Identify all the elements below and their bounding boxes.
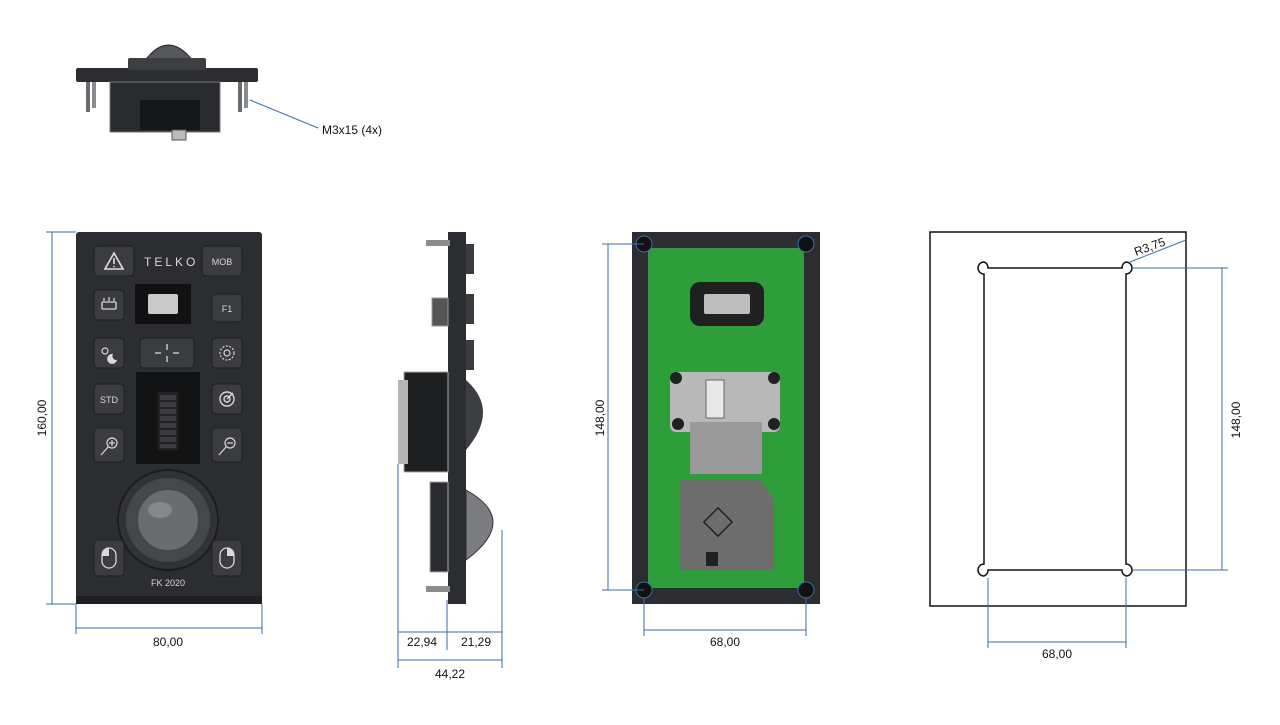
trackball-module-rear xyxy=(680,480,774,570)
connector-display xyxy=(148,294,178,314)
side-btn-2 xyxy=(466,294,474,324)
side-trackball xyxy=(465,489,494,561)
std-button xyxy=(93,383,125,415)
side-screw-top xyxy=(426,240,450,246)
trackball-highlight xyxy=(148,502,172,518)
right-click-button xyxy=(211,539,243,577)
warning-icon xyxy=(103,251,125,270)
depth-back-label: 21,29 xyxy=(461,635,491,649)
rear-connector xyxy=(704,294,750,314)
mouse-right-icon xyxy=(219,547,235,569)
range-rings-icon xyxy=(219,345,235,361)
radius-leader xyxy=(1129,239,1187,263)
screw-leader xyxy=(249,99,319,129)
hole-bottom-right xyxy=(797,581,815,599)
depth-total-label: 44,22 xyxy=(435,667,465,681)
f1-button xyxy=(211,293,243,323)
top-module xyxy=(140,100,200,130)
center-button xyxy=(139,337,195,369)
cutout-width-label: 68,00 xyxy=(1042,647,1072,661)
bracket-screw-2 xyxy=(768,372,780,384)
screw-3 xyxy=(238,82,242,112)
zoom-in-button xyxy=(93,427,125,463)
front-panel-base xyxy=(76,596,262,604)
side-btn-3 xyxy=(466,340,474,370)
front-view: TELKO MOB F1 xyxy=(35,231,263,649)
zoom-out-button xyxy=(211,427,243,463)
screw-1 xyxy=(86,82,90,112)
depth-front-label: 22,94 xyxy=(407,635,437,649)
rear-module-body xyxy=(690,422,762,474)
sensor-diamond xyxy=(702,506,734,538)
connector-stub xyxy=(171,129,187,141)
screw-label: M3x15 (4x) xyxy=(322,123,382,137)
sensor-chip xyxy=(706,552,718,566)
f1-label: F1 xyxy=(222,304,233,314)
left-click-button xyxy=(93,539,125,577)
mob-label: MOB xyxy=(212,257,233,267)
trackball-ball xyxy=(138,490,198,550)
side-module xyxy=(403,371,449,473)
zoom-out-icon xyxy=(218,437,236,456)
side-slider-bulge xyxy=(466,380,483,450)
radar-icon xyxy=(219,391,235,407)
brand-logo: TELKO xyxy=(144,255,198,269)
backlight-icon xyxy=(101,297,117,310)
day-night-button xyxy=(93,337,125,369)
day-night-icon xyxy=(101,347,117,364)
model-label: FK 2020 xyxy=(151,578,185,588)
side-trackball-module xyxy=(429,481,449,573)
crosshair-icon xyxy=(155,344,179,362)
cutout-view: R3,75 148,00 68,00 xyxy=(929,231,1243,661)
side-connector xyxy=(431,297,449,327)
rear-view: 148,00 68,00 xyxy=(593,232,820,649)
side-clip xyxy=(398,380,408,464)
top-plate xyxy=(76,68,258,82)
rear-bracket xyxy=(670,372,780,432)
height-label: 160,00 xyxy=(35,399,49,436)
screw-2 xyxy=(92,82,96,108)
bracket-screw-4 xyxy=(768,418,780,430)
mouse-left-icon xyxy=(101,547,117,569)
backlight-button xyxy=(93,289,125,321)
bracket-screw-1 xyxy=(670,372,682,384)
cutout-outline xyxy=(977,261,1133,577)
side-faceplate xyxy=(448,232,466,604)
usb-port xyxy=(705,379,725,419)
range-button xyxy=(211,337,243,369)
side-btn-1 xyxy=(466,244,474,274)
rear-width-label: 68,00 xyxy=(710,635,740,649)
rear-height-label: 148,00 xyxy=(593,399,607,436)
cutout-height-label: 148,00 xyxy=(1229,401,1243,438)
slider-scale xyxy=(158,392,178,450)
zoom-in-icon xyxy=(100,437,118,456)
top-view: M3x15 (4x) xyxy=(76,44,382,141)
bracket-screw-3 xyxy=(672,418,684,430)
side-view: 22,94 21,29 44,22 xyxy=(397,232,503,681)
screw-4 xyxy=(244,82,248,108)
width-label: 80,00 xyxy=(153,635,183,649)
mob-button xyxy=(201,245,243,277)
hole-top-right xyxy=(797,235,815,253)
side-screw-bottom xyxy=(426,586,450,592)
std-label: STD xyxy=(100,395,119,405)
trackball-ring xyxy=(128,58,206,70)
